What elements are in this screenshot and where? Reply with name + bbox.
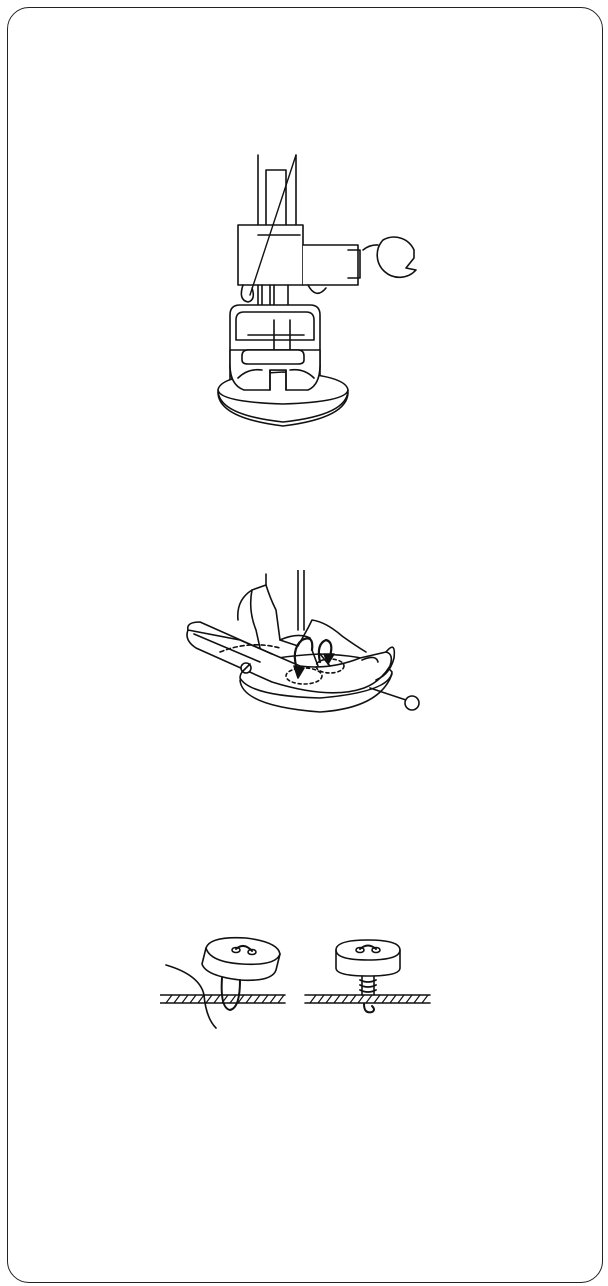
presser-foot-with-button-icon [208,150,448,440]
button-thread-shank-icon [160,920,440,1060]
button-foot-stitching-icon [180,570,440,730]
